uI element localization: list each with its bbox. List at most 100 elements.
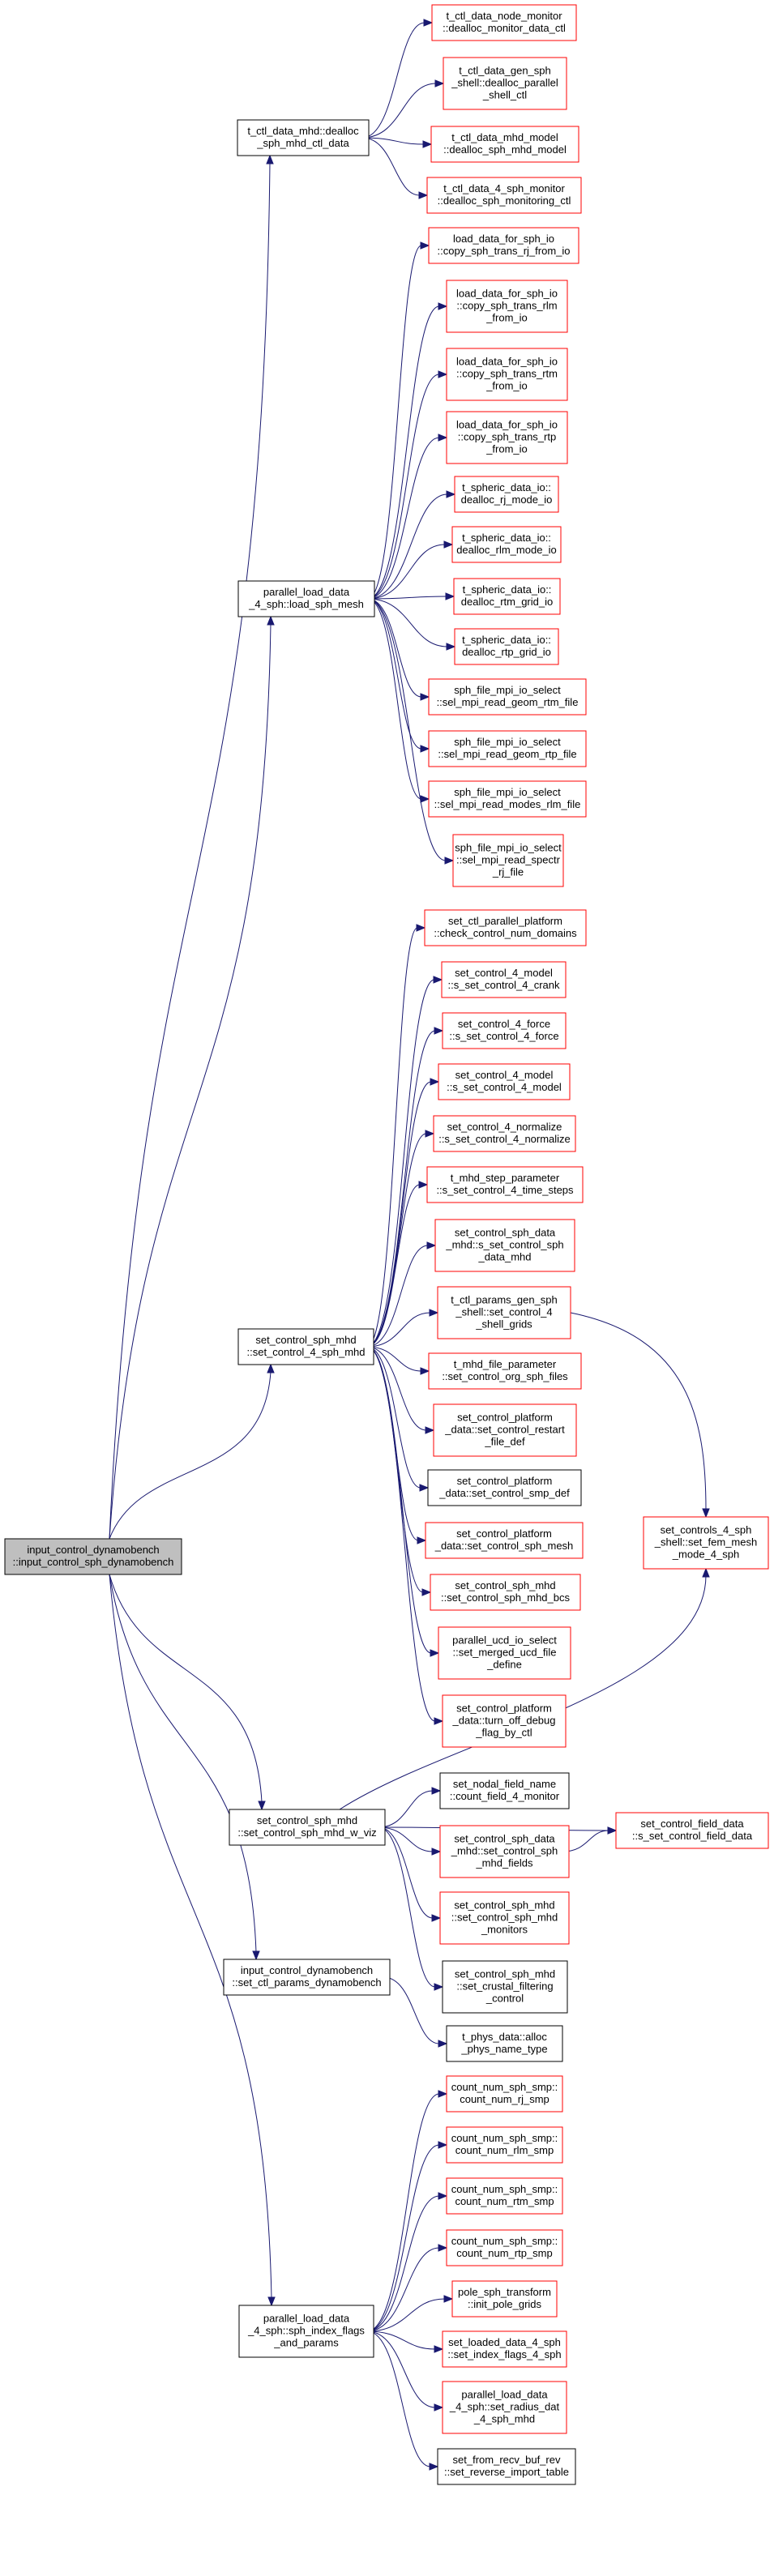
call-edge	[367, 305, 440, 600]
graph-node-a6[interactable]: parallel_load_data_4_sph::sph_index_flag…	[238, 2305, 374, 2358]
call-edge	[378, 1826, 434, 1852]
call-edge	[366, 2093, 440, 2332]
node-box	[430, 126, 579, 163]
node-label-line: load_data_for_sph_io	[456, 419, 558, 431]
graph-node-a6c8[interactable]: set_from_recv_buf_rev::set_reverse_impor…	[437, 2448, 576, 2485]
node-box	[433, 1403, 577, 1457]
node-label-line: set_control_sph_data	[455, 1227, 556, 1239]
graph-node-a2c12[interactable]: sph_file_mpi_io_select::sel_mpi_read_spe…	[452, 834, 564, 887]
graph-node-field[interactable]: set_control_field_data::s_set_control_fi…	[615, 1812, 769, 1849]
graph-node-a4[interactable]: set_control_sph_mhd::set_control_sph_mhd…	[229, 1809, 386, 1846]
node-label-line: set_from_recv_buf_rev	[453, 2454, 561, 2466]
node-label-line: parallel_load_data	[461, 2389, 548, 2401]
call-edge	[378, 1826, 434, 1919]
graph-node-a2c8[interactable]: t_spheric_data_io::dealloc_rtp_grid_io	[454, 628, 559, 665]
node-label-line: ::set_control_4_sph_mhd	[247, 1346, 366, 1358]
graph-node-a3c8[interactable]: t_ctl_params_gen_sph_shell::set_control_…	[437, 1286, 571, 1339]
graph-node-a3c7[interactable]: set_control_sph_data_mhd::s_set_control_…	[434, 1219, 575, 1272]
call-edge	[109, 1574, 257, 1953]
graph-node-a3c2[interactable]: set_control_4_model::s_set_control_4_cra…	[441, 961, 567, 998]
edge-arrowhead	[419, 1484, 430, 1492]
graph-node-a6c7[interactable]: parallel_load_data_4_sph::set_radius_dat…	[442, 2381, 567, 2434]
node-label-line: ::set_ctl_params_dynamobench	[232, 1976, 381, 1989]
graph-node-a6c5[interactable]: pole_sph_transform::init_pole_grids	[451, 2280, 558, 2318]
graph-node-a1c3[interactable]: t_ctl_data_mhd_model::dealloc_sph_mhd_mo…	[430, 126, 579, 163]
graph-node-a2c11[interactable]: sph_file_mpi_io_select::sel_mpi_read_mod…	[428, 780, 587, 818]
graph-node-a2c5[interactable]: t_spheric_data_io::dealloc_rj_mode_io	[454, 476, 559, 513]
graph-node-a4c1[interactable]: set_nodal_field_name::count_field_4_moni…	[439, 1772, 570, 1809]
node-label-line: ::dealloc_sph_mhd_model	[443, 143, 567, 156]
graph-node-a3c13[interactable]: set_control_sph_mhd::set_control_sph_mhd…	[430, 1574, 581, 1611]
node-label-line: ::set_control_sph_mhd	[451, 1912, 558, 1924]
edge-arrowhead	[425, 1130, 435, 1138]
call-edge	[366, 1312, 431, 1348]
node-box	[451, 2280, 558, 2318]
graph-node-a3c12[interactable]: set_control_platform_data::set_control_s…	[425, 1522, 584, 1559]
graph-node-a3c14[interactable]: parallel_ucd_io_select::set_merged_ucd_f…	[438, 1626, 571, 1680]
node-label-line: _shell_grids	[475, 1318, 532, 1331]
node-box	[442, 1960, 568, 2014]
graph-node-a3c9[interactable]: t_mhd_file_parameter::set_control_org_sp…	[428, 1352, 582, 1390]
graph-node-a5c1[interactable]: t_phys_data::alloc_phys_name_type	[446, 2025, 563, 2062]
node-label-line: ::init_pole_grids	[468, 2298, 542, 2310]
node-label-line: ::set_control_org_sph_files	[442, 1370, 568, 1382]
graph-node-a2c3[interactable]: load_data_for_sph_io::copy_sph_trans_rtm…	[446, 348, 568, 401]
node-box	[438, 1626, 571, 1680]
graph-node-a6c2[interactable]: count_num_sph_smp::count_num_rlm_smp	[446, 2126, 563, 2164]
graph-node-a2c1[interactable]: load_data_for_sph_io::copy_sph_trans_rj_…	[428, 227, 579, 264]
graph-node-a1c2[interactable]: t_ctl_data_gen_sph_shell::dealloc_parall…	[443, 57, 567, 110]
node-label-line: set_ctl_parallel_platform	[448, 915, 562, 927]
graph-node-a1[interactable]: t_ctl_data_mhd::dealloc_sph_mhd_ctl_data	[237, 119, 370, 156]
graph-node-root[interactable]: input_control_dynamobench::input_control…	[4, 1538, 182, 1575]
call-edge	[366, 2144, 440, 2332]
node-box	[428, 1352, 582, 1390]
graph-node-a2c10[interactable]: sph_file_mpi_io_select::sel_mpi_read_geo…	[428, 730, 587, 767]
graph-node-a6c4[interactable]: count_num_sph_smp::count_num_rtp_smp	[446, 2229, 563, 2266]
node-box	[427, 1469, 582, 1506]
node-box	[446, 2177, 563, 2215]
call-edge	[367, 598, 448, 647]
node-label-line: t_mhd_step_parameter	[451, 1172, 560, 1184]
edge-arrowhead	[431, 1787, 442, 1795]
node-box	[643, 1516, 769, 1570]
graph-node-a4c3[interactable]: set_control_sph_mhd::set_control_sph_mhd…	[439, 1891, 570, 1945]
node-label-line: t_ctl_data_mhd_model	[451, 131, 558, 143]
graph-node-a6c1[interactable]: count_num_sph_smp::count_num_rj_smp	[446, 2075, 563, 2112]
node-label-line: ::s_set_control_4_force	[449, 1030, 558, 1042]
graph-node-a3c10[interactable]: set_control_platform_data::set_control_r…	[433, 1403, 577, 1457]
graph-node-a3c11[interactable]: set_control_platform_data::set_control_s…	[427, 1469, 582, 1506]
node-box	[237, 580, 375, 617]
node-box	[615, 1812, 769, 1849]
node-label-line: _from_io	[485, 380, 528, 392]
graph-node-a2c2[interactable]: load_data_for_sph_io::copy_sph_trans_rlm…	[446, 280, 568, 333]
call-edge	[366, 927, 418, 1348]
graph-node-a5[interactable]: input_control_dynamobench::set_ctl_param…	[223, 1959, 391, 1996]
call-edge	[361, 83, 437, 139]
graph-node-a3c6[interactable]: t_mhd_step_parameter::s_set_control_4_ti…	[426, 1166, 584, 1203]
node-box	[441, 961, 567, 998]
edge-arrowhead	[438, 2040, 448, 2048]
node-label-line: ::count_field_4_monitor	[450, 1790, 560, 1802]
graph-node-a2[interactable]: parallel_load_data_4_sph::load_sph_mesh	[237, 580, 375, 617]
edge-arrowhead	[429, 2463, 439, 2471]
graph-node-a3[interactable]: set_control_sph_mhd::set_control_4_sph_m…	[237, 1328, 374, 1365]
call-edge	[383, 1976, 440, 2044]
graph-node-a2c7[interactable]: t_spheric_data_io::dealloc_rtm_grid_io	[453, 578, 561, 615]
graph-node-a3c1[interactable]: set_ctl_parallel_platform::check_control…	[424, 909, 587, 946]
graph-node-a3c5[interactable]: set_control_4_normalize::s_set_control_4…	[433, 1115, 576, 1152]
graph-node-a1c1[interactable]: t_ctl_data_node_monitor::dealloc_monitor…	[431, 4, 577, 41]
graph-node-a4c4[interactable]: set_control_sph_mhd::set_crustal_filteri…	[442, 1960, 568, 2014]
node-box	[4, 1538, 182, 1575]
graph-node-a3c15[interactable]: set_control_platform_data::turn_off_debu…	[442, 1694, 567, 1748]
graph-node-fem[interactable]: set_controls_4_sph_shell::set_fem_mesh_m…	[643, 1516, 769, 1570]
graph-node-a4c2[interactable]: set_control_sph_data_mhd::set_control_sp…	[439, 1825, 570, 1878]
graph-node-a2c9[interactable]: sph_file_mpi_io_select::sel_mpi_read_geo…	[428, 678, 587, 716]
graph-node-a2c6[interactable]: t_spheric_data_io::dealloc_rlm_mode_io	[451, 526, 562, 563]
graph-node-a3c4[interactable]: set_control_4_model::s_set_control_4_mod…	[438, 1063, 571, 1100]
graph-node-a1c4[interactable]: t_ctl_data_4_sph_monitor::dealloc_sph_mo…	[426, 177, 582, 214]
graph-node-a6c6[interactable]: set_loaded_data_4_sph::set_index_flags_4…	[442, 2330, 567, 2368]
node-label-line: count_num_sph_smp::	[451, 2183, 558, 2195]
graph-node-a2c4[interactable]: load_data_for_sph_io::copy_sph_trans_rtp…	[446, 411, 568, 464]
graph-node-a6c3[interactable]: count_num_sph_smp::count_num_rtm_smp	[446, 2177, 563, 2215]
graph-node-a3c3[interactable]: set_control_4_force::s_set_control_4_for…	[442, 1012, 567, 1049]
